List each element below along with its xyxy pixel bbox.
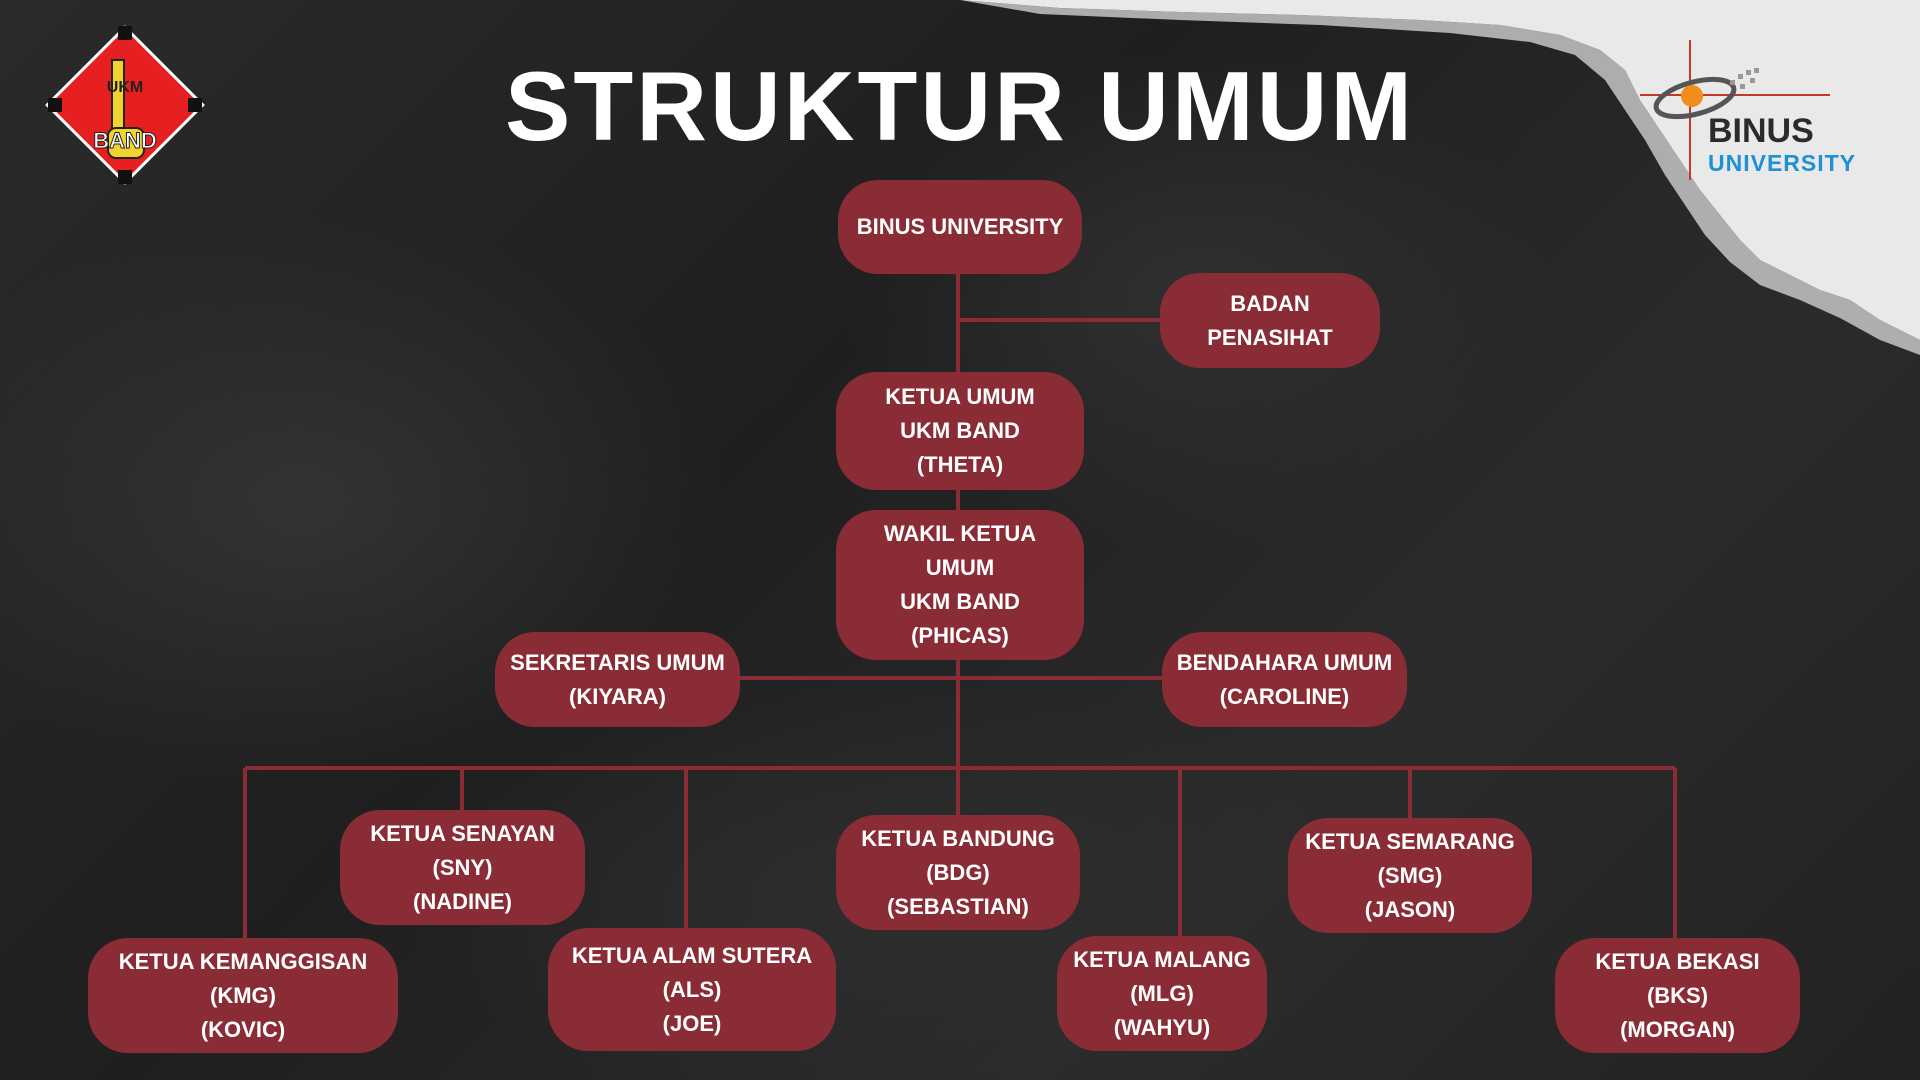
- node-line: KETUA KEMANGGISAN: [118, 948, 368, 974]
- node-line: UMUM: [925, 555, 995, 580]
- node-wakil-ketua: WAKIL KETUA UMUM UKM BAND (PHICAS): [836, 510, 1084, 660]
- node-line: BADAN: [1230, 290, 1310, 316]
- page-title: STRUKTUR UMUM: [505, 51, 1415, 161]
- node-line: WAKIL KETUA: [883, 521, 1037, 546]
- node-ketua-malang: KETUA MALANG (MLG) (WAHYU): [1057, 936, 1267, 1051]
- node-ketua-kemanggisan: KETUA KEMANGGISAN (KMG) (KOVIC): [88, 938, 398, 1053]
- node-ketua-senayan: KETUA SENAYAN (SNY) (NADINE): [340, 810, 585, 925]
- node-ketua-semarang: KETUA SEMARANG (SMG) (JASON): [1288, 818, 1532, 933]
- node-line: (PHICAS): [911, 623, 1009, 648]
- node-line: (ALS): [662, 976, 722, 1002]
- node-line: KETUA BANDUNG: [861, 825, 1055, 851]
- node-line: (SEBASTIAN): [887, 893, 1029, 919]
- node-line: (SNY): [432, 854, 493, 880]
- node-line: KETUA SEMARANG: [1305, 828, 1515, 854]
- node-line: (JASON): [1364, 896, 1456, 922]
- node-line: SEKRETARIS UMUM: [510, 649, 725, 675]
- node-line: (BKS): [1646, 982, 1709, 1008]
- node-bendahara-umum: BENDAHARA UMUM (CAROLINE): [1162, 632, 1407, 727]
- node-line: (JOE): [662, 1010, 722, 1036]
- node-line: BINUS UNIVERSITY: [856, 214, 1064, 239]
- node-ketua-bandung: KETUA BANDUNG (BDG) (SEBASTIAN): [836, 815, 1080, 930]
- ukm-band-logo: UKM BAND: [45, 25, 205, 185]
- node-line: UKM BAND: [900, 418, 1020, 443]
- node-line: (MORGAN): [1620, 1016, 1735, 1042]
- node-line: (MLG): [1130, 980, 1194, 1006]
- node-line: (KMG): [210, 982, 276, 1008]
- node-line: (THETA): [916, 452, 1004, 477]
- node-line: (CAROLINE): [1219, 683, 1350, 709]
- node-line: (BDG): [926, 859, 990, 885]
- node-ketua-alam-sutera: KETUA ALAM SUTERA (ALS) (JOE): [548, 928, 836, 1051]
- node-line: (KOVIC): [200, 1016, 286, 1042]
- node-sekretaris-umum: SEKRETARIS UMUM (KIYARA): [495, 632, 740, 727]
- node-line: UKM BAND: [900, 589, 1020, 614]
- node-badan-penasihat: BADAN PENASIHAT: [1160, 273, 1380, 368]
- ukm-logo-top-text: UKM: [107, 79, 143, 96]
- node-line: (SMG): [1377, 862, 1443, 888]
- ukm-logo-bottom-text: BAND: [93, 128, 157, 153]
- binus-logo-line1: BINUS: [1708, 112, 1814, 150]
- node-binus-university: BINUS UNIVERSITY: [838, 180, 1082, 274]
- node-line: KETUA MALANG: [1073, 946, 1251, 972]
- node-line: KETUA ALAM SUTERA: [571, 942, 813, 968]
- binus-logo-line2: UNIVERSITY: [1708, 150, 1857, 176]
- node-line: BENDAHARA UMUM: [1176, 649, 1393, 675]
- node-ketua-bekasi: KETUA BEKASI (BKS) (MORGAN): [1555, 938, 1800, 1053]
- node-line: (KIYARA): [569, 683, 666, 709]
- node-line: PENASIHAT: [1207, 324, 1333, 350]
- node-line: (NADINE): [413, 888, 512, 914]
- node-ketua-umum: KETUA UMUM UKM BAND (THETA): [836, 372, 1084, 490]
- node-line: KETUA UMUM: [885, 384, 1035, 409]
- node-line: (WAHYU): [1113, 1014, 1211, 1040]
- binus-university-logo-graphic: [1640, 40, 1830, 180]
- node-line: KETUA SENAYAN: [370, 820, 555, 846]
- node-line: KETUA BEKASI: [1595, 948, 1760, 974]
